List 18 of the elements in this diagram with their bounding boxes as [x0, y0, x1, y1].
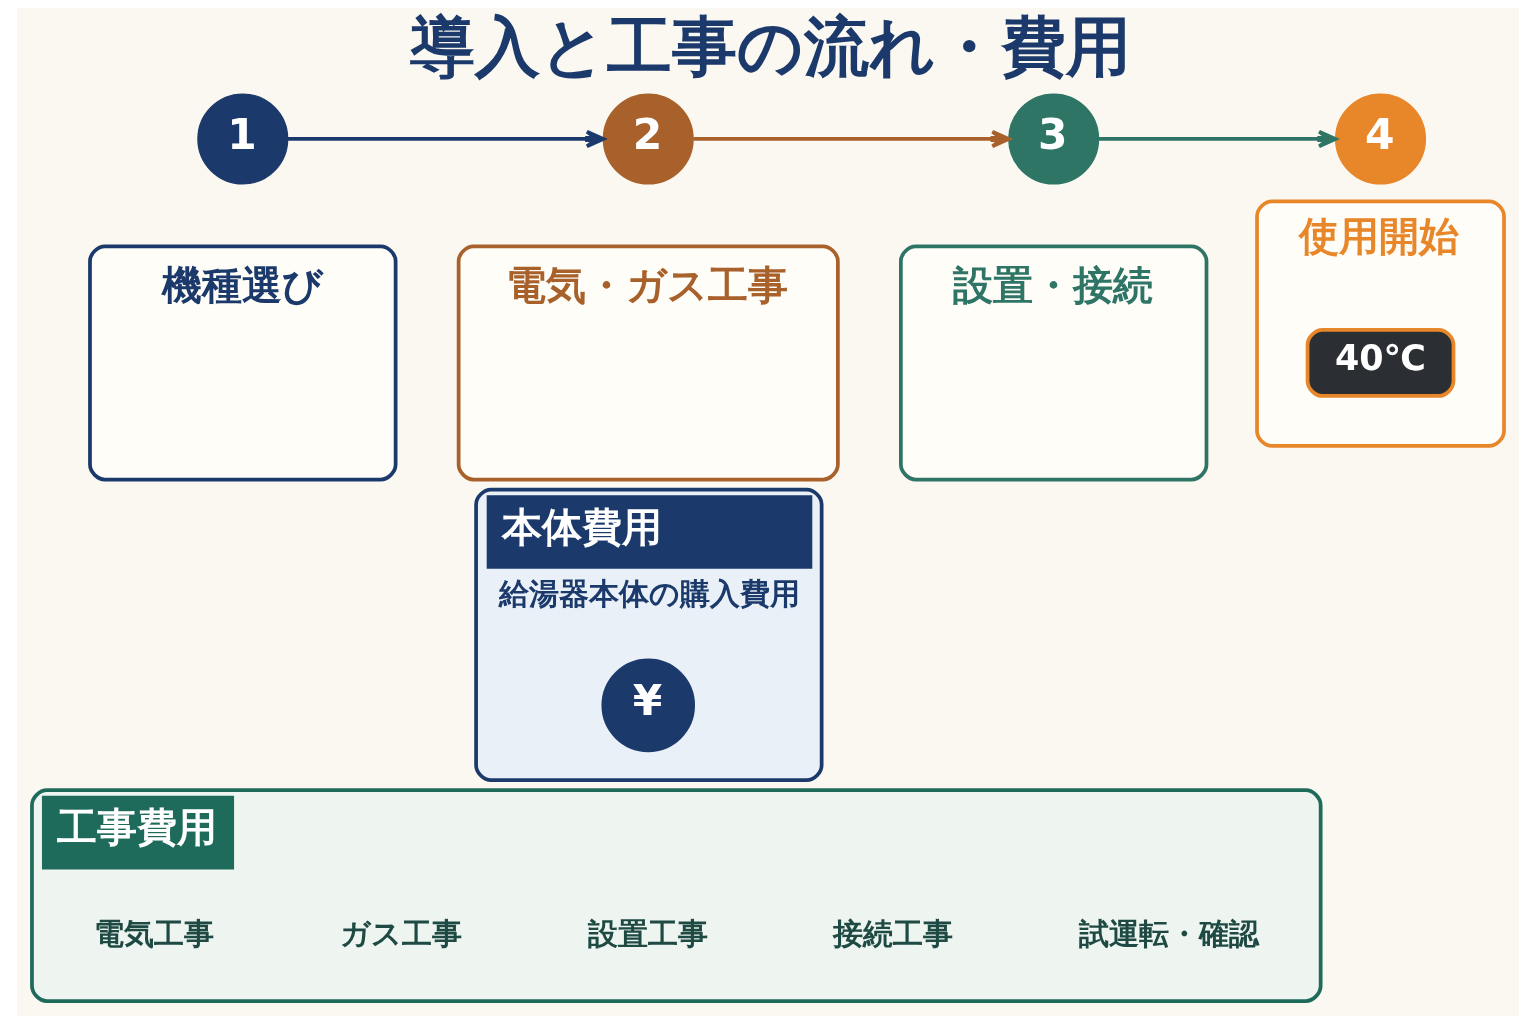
node-box: 設置・接続	[899, 244, 1209, 482]
arrow	[287, 129, 606, 149]
node-text: 電気工事	[93, 915, 214, 951]
node-box: 40℃	[1305, 328, 1456, 398]
node-circle: 2	[602, 93, 694, 185]
node-circle: 1	[197, 93, 289, 185]
node-box: 機種選び	[88, 244, 398, 482]
node-text: ガス工事	[340, 915, 463, 951]
arrow	[693, 129, 1011, 149]
node-circle: ¥	[601, 658, 695, 753]
node-box: 電気・ガス工事	[456, 244, 840, 482]
arrow	[1098, 129, 1338, 149]
node-circle: 4	[1335, 93, 1427, 185]
node-text: 試運転・確認	[1079, 915, 1260, 951]
node-text: 接続工事	[833, 915, 954, 951]
diagram-title: 導入と工事の流れ・費用	[409, 8, 1131, 84]
node-circle: 3	[1008, 93, 1100, 185]
node-text: 設置工事	[587, 915, 708, 951]
